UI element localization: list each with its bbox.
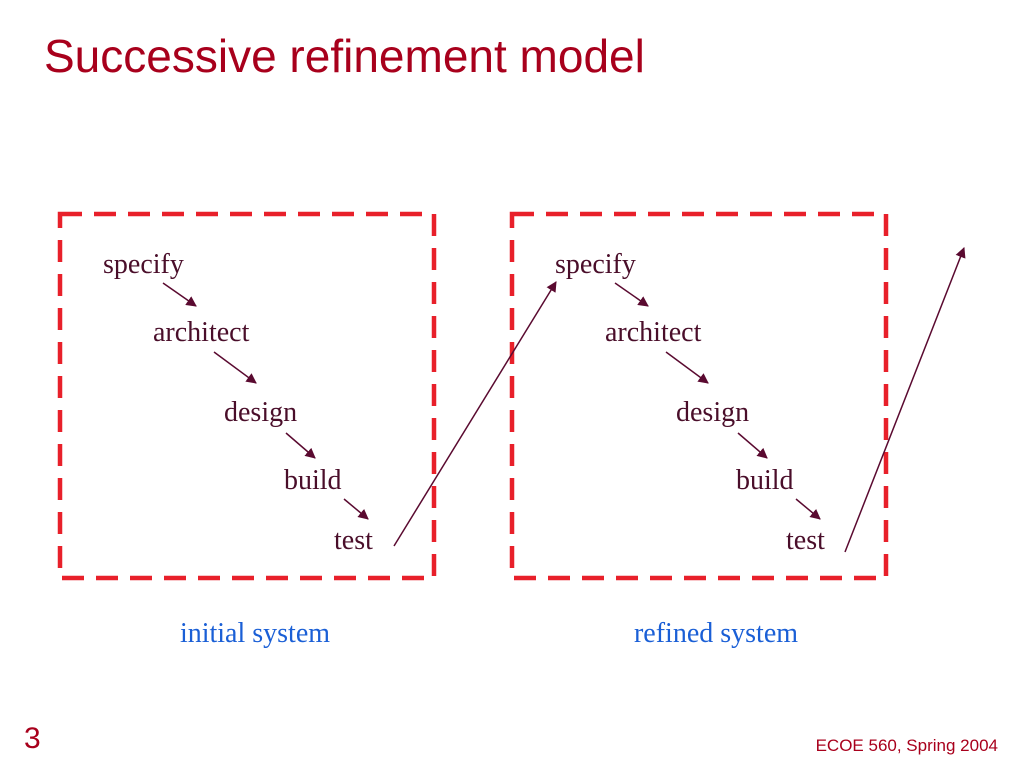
initial-arrow-specify-architect (162, 282, 197, 307)
initial-arrow-architect-design (213, 351, 257, 384)
refined-system-caption: refined system (634, 618, 798, 649)
refined-arrow-specify-architect (614, 282, 649, 307)
initial-arrow-design-build (285, 432, 316, 459)
footer-course-label: ECOE 560, Spring 2004 (815, 736, 998, 755)
initial-arrow-build-test (343, 498, 369, 520)
initial-step-test: test (334, 525, 373, 556)
initial-step-specify: specify (103, 249, 184, 280)
initial-step-design: design (224, 397, 297, 428)
refined-step-build: build (736, 465, 794, 496)
refined-system-box (509, 211, 889, 581)
page-number: 3 (24, 722, 41, 755)
feedback-arrow-refined-to-next (844, 247, 966, 553)
refined-step-architect: architect (605, 317, 702, 348)
initial-system-caption: initial system (180, 618, 330, 649)
refined-step-specify: specify (555, 249, 636, 280)
refined-arrow-architect-design (665, 351, 709, 384)
slide-title: Successive refinement model (44, 30, 645, 82)
refined-step-design: design (676, 397, 749, 428)
initial-step-build: build (284, 465, 342, 496)
refined-arrow-build-test (795, 498, 821, 520)
refined-arrow-design-build (737, 432, 768, 459)
feedback-arrow-initial-to-refined (393, 281, 557, 547)
initial-step-architect: architect (153, 317, 250, 348)
initial-system-box (57, 211, 437, 581)
refined-step-test: test (786, 525, 825, 556)
